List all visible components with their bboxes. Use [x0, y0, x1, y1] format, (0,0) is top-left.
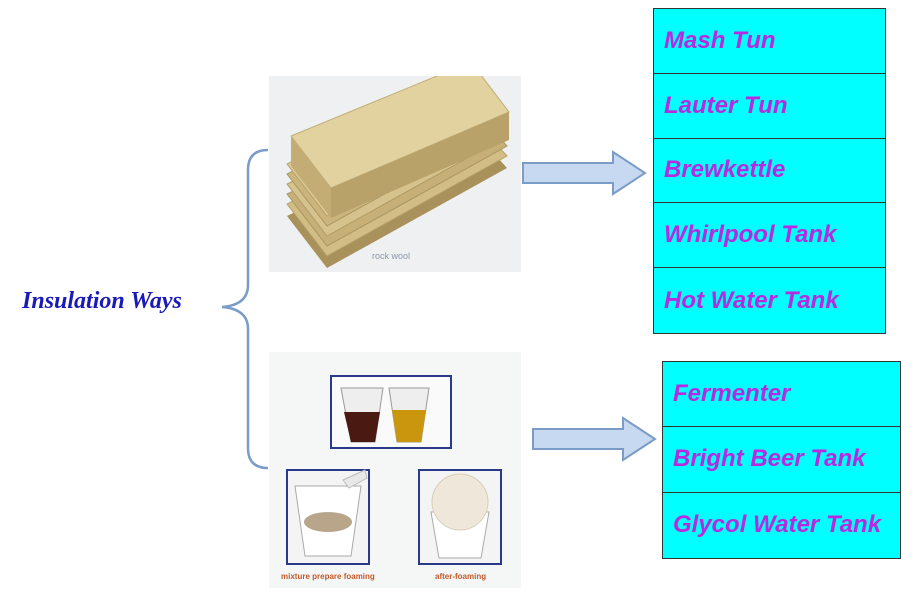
arrow-top	[522, 150, 647, 196]
rock-wool-slabs	[286, 61, 510, 268]
list-item: Bright Beer Tank	[663, 427, 900, 493]
rock-wool-caption: rock wool	[372, 251, 411, 261]
list-item: Lauter Tun	[654, 74, 885, 139]
diagram-title: Insulation Ways	[22, 288, 182, 314]
foaming-equipment-list: Fermenter Bright Beer Tank Glycol Water …	[662, 361, 901, 559]
list-item: Brewkettle	[654, 139, 885, 204]
rock-wool-image: rock wool	[269, 61, 521, 272]
foam-dome	[431, 473, 489, 531]
beaker-right-liquid	[392, 410, 426, 442]
list-item: Glycol Water Tank	[673, 511, 882, 539]
after-foaming-caption: after-foaming	[435, 572, 487, 581]
mixture-liquid	[304, 512, 352, 532]
list-item: Whirlpool Tank	[654, 203, 885, 269]
arrow-bottom	[532, 416, 657, 462]
list-item: Hot Water Tank	[664, 286, 839, 314]
curly-brace	[221, 148, 269, 470]
pour-stick	[342, 469, 368, 489]
beaker-left-liquid	[344, 412, 380, 442]
mixture-caption: mixture prepare foaming	[281, 572, 375, 581]
slab-stack	[286, 61, 510, 268]
foaming-image: mixture prepare foaming after-foaming	[269, 352, 521, 588]
foaming-illustration	[286, 375, 502, 565]
list-item: Mash Tun	[654, 9, 885, 74]
list-item: Fermenter	[663, 362, 900, 428]
rock-wool-equipment-list: Mash Tun Lauter Tun Brewkettle Whirlpool…	[653, 8, 886, 334]
